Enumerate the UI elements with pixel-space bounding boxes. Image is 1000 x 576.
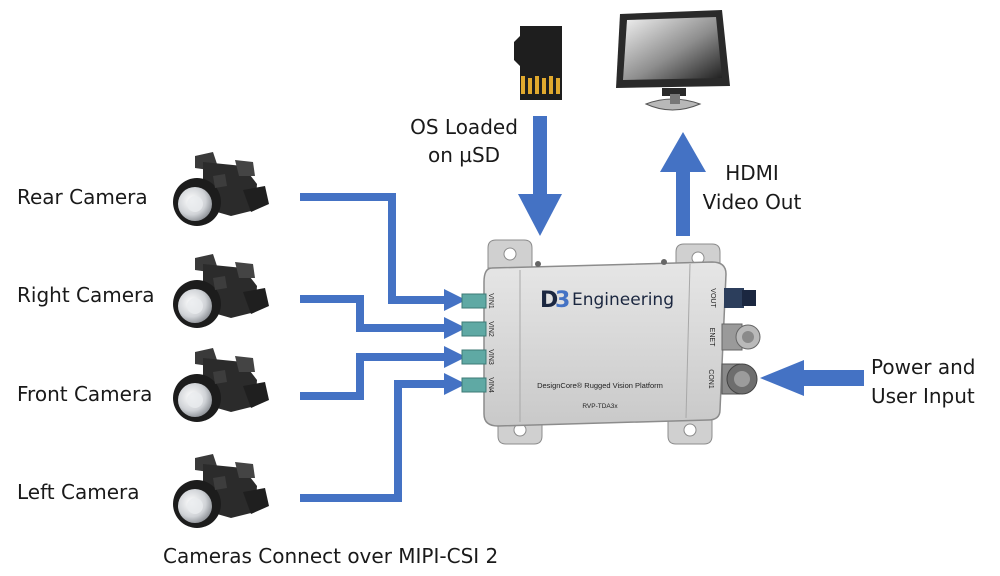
rugged-vision-platform-device xyxy=(461,239,761,445)
camera-arrowheads xyxy=(444,289,466,395)
hdmi-arrow xyxy=(660,132,706,236)
device-brand: D 3 Engineering xyxy=(540,288,674,313)
microsd-card-icon xyxy=(514,26,562,100)
rear-camera-icon xyxy=(173,152,269,226)
power-label-line2: User Input xyxy=(871,384,975,408)
power-label-line1: Power and xyxy=(871,355,976,379)
power-arrow xyxy=(760,360,864,396)
rear-camera-label: Rear Camera xyxy=(17,185,148,209)
brand-d: D xyxy=(540,288,558,313)
brand-name: Engineering xyxy=(572,290,674,310)
os-arrow xyxy=(518,116,562,236)
device-product-line: DesignCore® Rugged Vision Platform xyxy=(537,381,663,390)
os-loaded-label-line2: on µSD xyxy=(427,143,501,167)
port-label-vin4: VIN4 xyxy=(487,377,494,393)
left-camera-label: Left Camera xyxy=(17,480,140,504)
hdmi-label-line1: HDMI xyxy=(725,161,779,185)
port-label-vin1: VIN1 xyxy=(487,293,494,309)
cameras-connect-caption: Cameras Connect over MIPI-CSI 2 xyxy=(163,544,499,568)
front-camera-label: Front Camera xyxy=(17,382,153,406)
rear-camera-line xyxy=(300,193,446,304)
camera-connection-lines xyxy=(300,193,446,502)
os-loaded-label-line1: OS Loaded xyxy=(410,115,518,139)
right-camera-label: Right Camera xyxy=(17,283,155,307)
enet-connector xyxy=(721,323,761,351)
vin-ports xyxy=(461,293,487,393)
front-camera-icon xyxy=(173,348,269,422)
con1-connector xyxy=(721,363,758,395)
left-camera-line xyxy=(300,380,446,502)
left-camera-icon xyxy=(173,454,269,528)
right-camera-line xyxy=(300,295,446,332)
port-label-vin3: VIN3 xyxy=(487,349,494,365)
right-camera-icon xyxy=(173,254,269,328)
vin-port-labels: VIN1 VIN2 VIN3 VIN4 xyxy=(487,293,494,393)
front-camera-line xyxy=(300,353,446,400)
device-model: RVP-TDA3x xyxy=(582,403,618,410)
port-label-enet: ENET xyxy=(708,328,715,347)
port-label-vin2: VIN2 xyxy=(487,321,494,337)
right-port-labels: VOUT ENET CON1 xyxy=(707,288,716,389)
monitor-icon xyxy=(616,10,730,111)
vout-connector xyxy=(724,288,756,308)
port-label-vout: VOUT xyxy=(709,288,716,308)
brand-3: 3 xyxy=(555,288,570,313)
port-label-con1: CON1 xyxy=(707,369,714,389)
hdmi-label-line2: Video Out xyxy=(702,190,802,214)
